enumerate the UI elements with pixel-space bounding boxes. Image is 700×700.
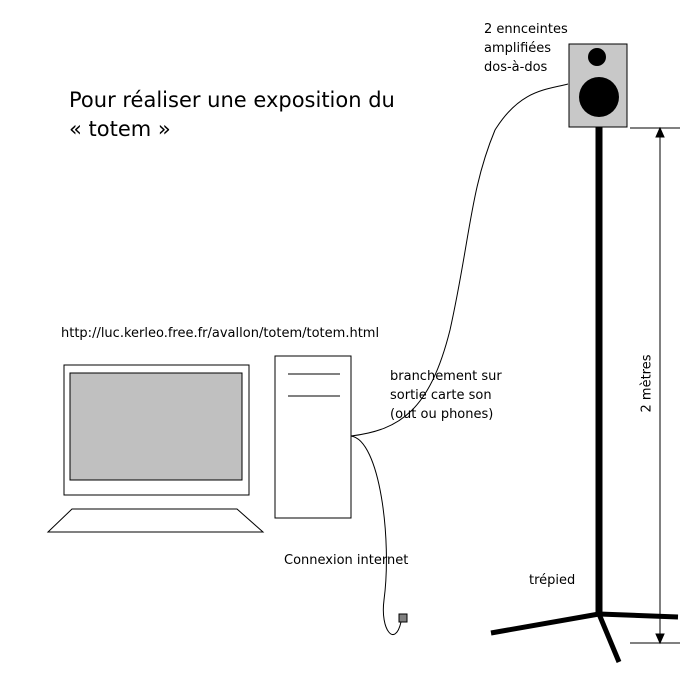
speakers-label: 2 ennceintes amplifiées dos-à-dos xyxy=(484,20,568,77)
monitor-icon xyxy=(63,364,250,496)
page-title: Pour réaliser une exposition du « totem … xyxy=(69,86,395,144)
connection-label-line-3: (out ou phones) xyxy=(390,407,494,422)
title-line-2: « totem » xyxy=(69,117,171,141)
network-plug-icon xyxy=(398,613,408,623)
tripod-label: trépied xyxy=(529,573,576,588)
monitor-screen xyxy=(69,372,243,481)
speakers-label-line-2: amplifiées xyxy=(484,41,552,56)
keyboard-icon xyxy=(46,508,265,533)
speakers-label-line-3: dos-à-dos xyxy=(484,60,548,75)
title-line-1: Pour réaliser une exposition du xyxy=(69,88,395,112)
height-dimension xyxy=(630,126,680,645)
arrow-down-icon xyxy=(655,633,665,645)
pc-tower-icon xyxy=(274,355,352,519)
totem-url: http://luc.kerleo.free.fr/avallon/totem/… xyxy=(61,326,380,341)
height-label: 2 mètres xyxy=(639,354,655,413)
connection-label-line-2: sortie carte son xyxy=(390,388,492,403)
audio-cable xyxy=(350,83,569,437)
tripod-icon xyxy=(490,127,679,663)
speakers-label-line-1: 2 ennceintes xyxy=(484,22,568,37)
sound-connection-label: branchement sur sortie carte son (out ou… xyxy=(390,367,502,424)
speaker-icon xyxy=(568,43,628,128)
arrow-up-icon xyxy=(655,126,665,138)
connection-label-line-1: branchement sur xyxy=(390,369,502,384)
internet-connection-label: Connexion internet xyxy=(284,553,409,568)
internet-cable xyxy=(350,435,402,636)
